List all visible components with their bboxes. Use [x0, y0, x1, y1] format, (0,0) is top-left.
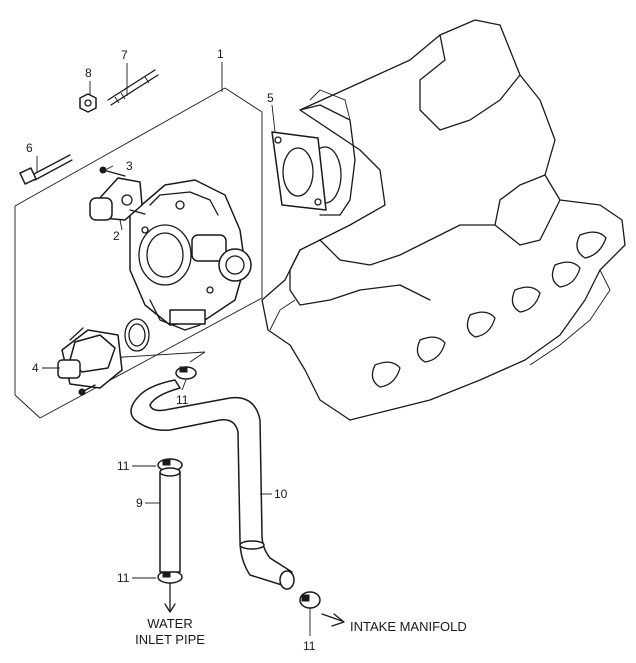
callout-11-lower: 11 — [117, 571, 130, 585]
nut — [79, 93, 97, 113]
throttle-body — [129, 179, 252, 331]
intake-manifold — [261, 19, 626, 421]
callout-11-upper: 11 — [117, 459, 130, 473]
callout-8: 8 — [85, 66, 92, 80]
callout-1: 1 — [217, 47, 224, 61]
callout-3: 3 — [126, 159, 133, 173]
sensor-screws — [99, 166, 146, 215]
callout-10: 10 — [274, 487, 288, 501]
water-hose-straight — [159, 467, 181, 573]
callout-4: 4 — [32, 361, 39, 375]
water-inlet-label-line2: INLET PIPE — [135, 632, 205, 647]
intake-manifold-arrow — [321, 613, 345, 627]
assembly-outline — [14, 87, 263, 419]
gasket — [271, 131, 327, 211]
callout-2: 2 — [113, 229, 120, 243]
stud-bolt — [107, 69, 159, 106]
callout-9: 9 — [136, 496, 143, 510]
callout-7: 7 — [121, 48, 128, 62]
callout-6: 6 — [26, 141, 33, 155]
water-hose-bent — [130, 379, 295, 590]
callout-11-top: 11 — [176, 393, 189, 407]
o-ring — [124, 318, 150, 352]
hose-clamp-intake — [299, 591, 321, 609]
callout-5: 5 — [267, 91, 274, 105]
idle-air-control-valve — [57, 327, 123, 396]
water-inlet-label-line1: WATER — [147, 616, 193, 631]
hose-clamp-top — [175, 366, 197, 380]
water-inlet-arrow — [164, 582, 176, 613]
callout-11-intake: 11 — [303, 639, 316, 653]
leader-lines — [36, 62, 311, 636]
throttle-position-sensor — [89, 177, 143, 221]
long-bolt — [19, 154, 73, 185]
hose-clamp-lower-left — [157, 570, 183, 584]
intake-manifold-label: INTAKE MANIFOLD — [350, 619, 467, 634]
